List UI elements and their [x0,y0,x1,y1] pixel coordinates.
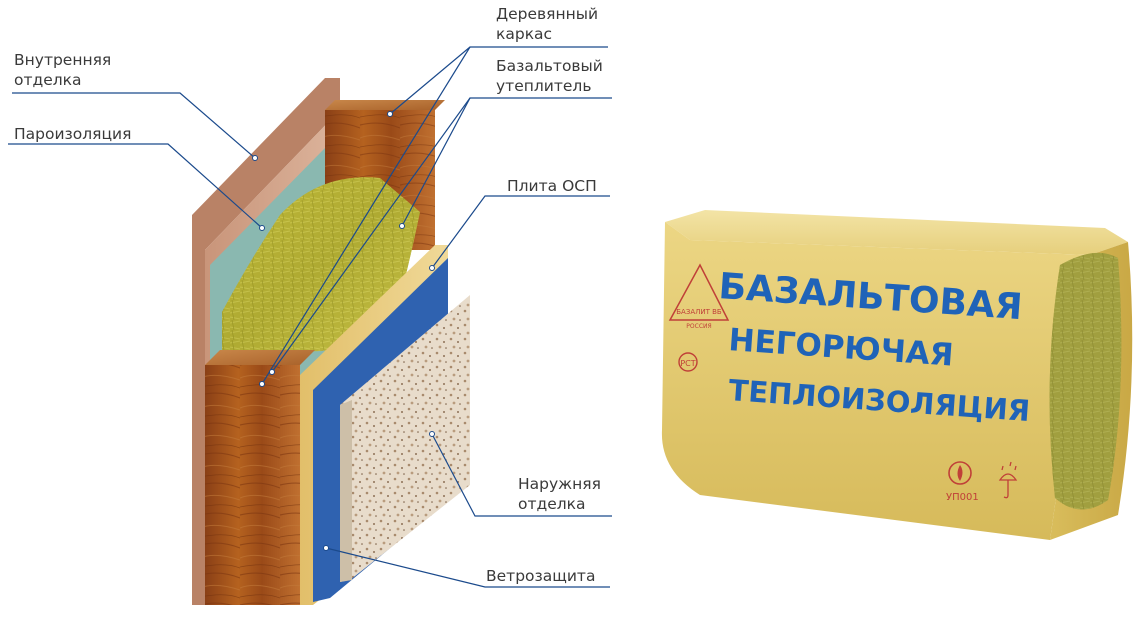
label-inner-finish-line1: Внутренняя [14,51,112,69]
leader-inner-finish [12,92,256,159]
label-basalt-insulation: Базальтовый утеплитель [496,56,603,96]
wall-layers [192,78,470,605]
label-osb-board: Плита ОСП [507,177,597,195]
leader-vapor-barrier [8,143,263,229]
label-basalt-insulation-line2: утеплитель [496,77,592,95]
label-inner-finish: Внутренняя отделка [14,50,111,90]
cert-mark-text: РСТ [680,359,695,368]
label-wood-frame-line2: каркас [496,25,553,43]
leader-lines [8,46,612,588]
label-outer-finish-line2: отделка [518,495,586,513]
fire-safety-icon [948,461,972,485]
leader-dots [252,111,435,551]
brand-logo: БАЗАЛИТ ВБ РОССИЯ [668,263,730,330]
label-wind-protection: Ветрозащита [486,567,596,585]
package-top [665,210,1128,255]
brand-logo-subtext: РОССИЯ [686,323,711,330]
insulation-package: БАЗАЛИТ ВБ РОССИЯ РСТ БАЗАЛЬТОВАЯ НЕГОРЮ… [661,210,1133,540]
keep-dry-icon [998,461,1018,499]
leader-insulation-2 [271,97,471,373]
fire-code-text: УП001 [946,492,979,503]
certification-mark: РСТ [678,352,698,372]
label-outer-finish-line1: Наружняя [518,475,601,493]
leader-wood-frame-2 [261,46,471,385]
brand-logo-text: БАЗАЛИТ ВБ [676,308,722,316]
outer-finish-layer [340,295,470,582]
leader-osb [431,195,610,269]
leader-outer-finish [431,433,612,517]
package-front [661,222,1090,540]
label-outer-finish: Наружняя отделка [518,474,601,514]
label-wood-frame-line1: Деревянный [496,5,599,23]
leader-wind [325,547,610,588]
label-basalt-insulation-line1: Базальтовый [496,57,603,75]
label-vapor-barrier: Пароизоляция [14,125,132,143]
label-wood-frame: Деревянный каркас [496,4,598,44]
inner-finish-panel [192,78,340,605]
label-inner-finish-line2: отделка [14,71,82,89]
